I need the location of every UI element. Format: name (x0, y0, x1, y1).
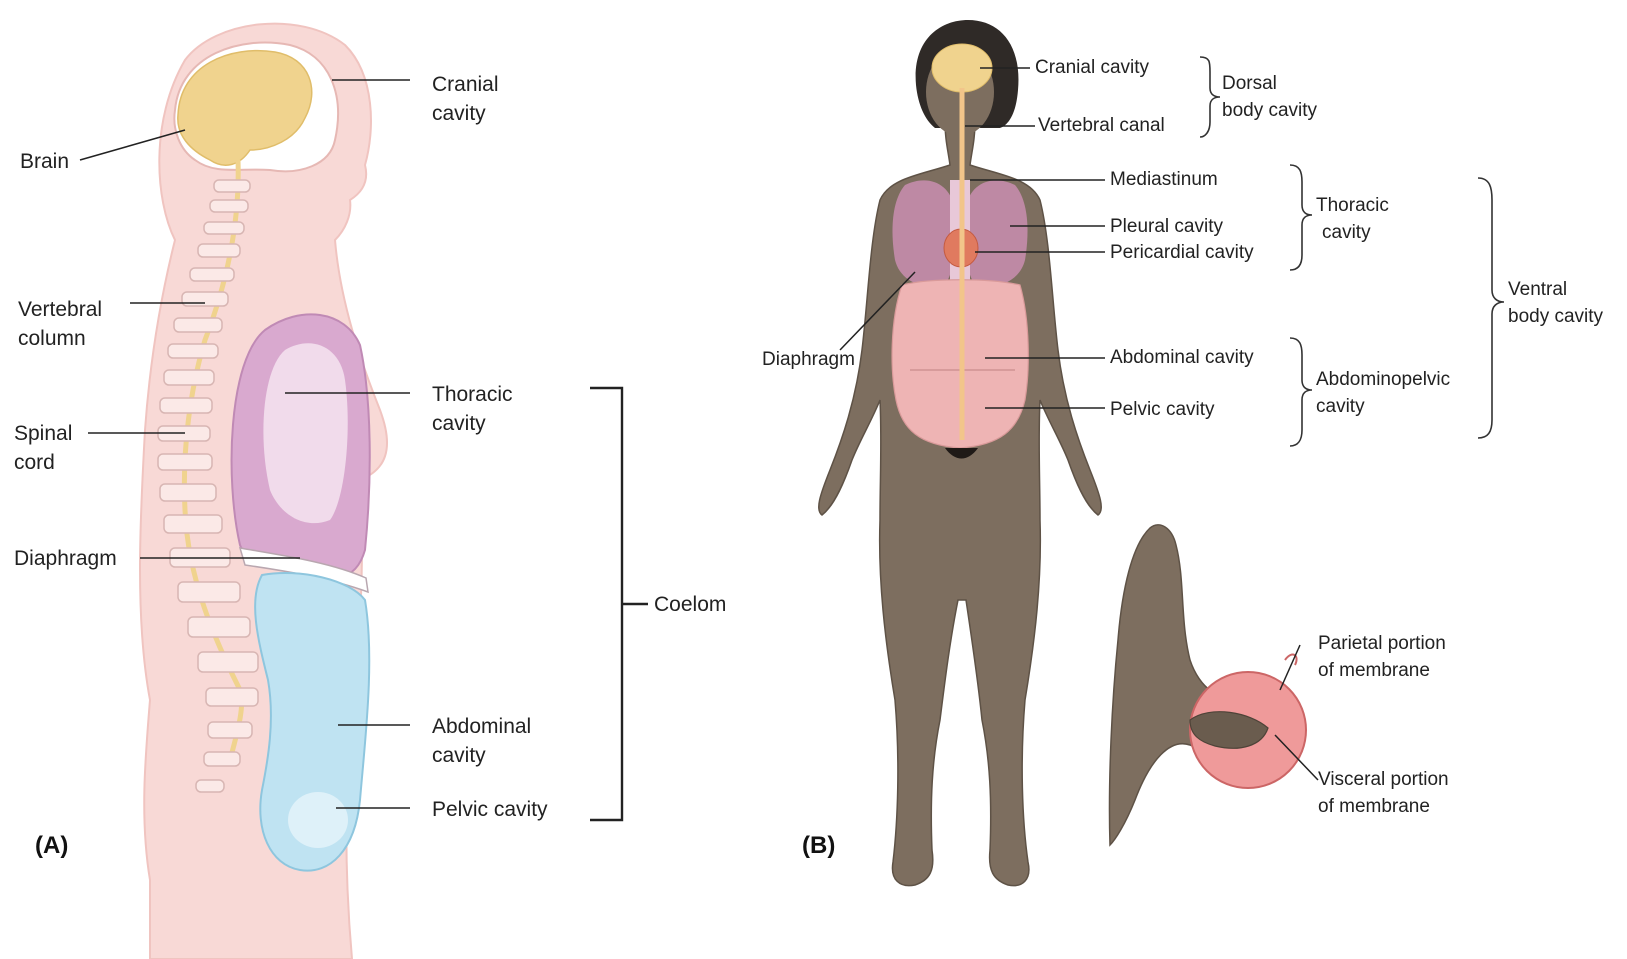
dorsal-body-cavity-label-line1: Dorsal (1222, 70, 1277, 97)
ventral-body-cavity-label-line1: Ventral (1508, 276, 1567, 303)
panel-a-letter: (A) (35, 832, 68, 860)
cranial-cavity-label-line2: cavity (432, 99, 486, 128)
abdominal-cavity-label-b: Abdominal cavity (1110, 344, 1254, 371)
ventral-body-cavity-label-line2: body cavity (1508, 303, 1603, 330)
panel-a-figure (80, 24, 648, 959)
thoracic-brace (1290, 165, 1312, 270)
vertebral-canal-label: Vertebral canal (1038, 112, 1165, 139)
brain-label: Brain (20, 147, 69, 176)
pleural-cavity-right (964, 180, 1028, 286)
cranial-cavity-label-b: Cranial cavity (1035, 54, 1149, 81)
thoracic-cavity-label-b-line1: Thoracic (1316, 192, 1389, 219)
diaphragm-label-a: Diaphragm (14, 544, 117, 573)
thoracic-cavity-label-b-line2: cavity (1322, 219, 1371, 246)
abdominopelvic-cavity-label-line2: cavity (1316, 393, 1365, 420)
mediastinum-label: Mediastinum (1110, 166, 1218, 193)
cranial-cavity-label-line1: Cranial (432, 70, 499, 99)
visceral-membrane-label-line2: of membrane (1318, 793, 1430, 820)
spinal-cord-label-line2: cord (14, 448, 55, 477)
diaphragm-label-b: Diaphragm (762, 346, 855, 373)
thoracic-cavity-label-a-line2: cavity (432, 409, 486, 438)
pericardial-cavity-label: Pericardial cavity (1110, 239, 1254, 266)
abdominopelvic-brace (1290, 338, 1312, 446)
pelvic-cavity-label-a: Pelvic cavity (432, 795, 548, 824)
dorsal-body-cavity-label-line2: body cavity (1222, 97, 1317, 124)
abdominopelvic-cavity-label-line1: Abdominopelvic (1316, 366, 1450, 393)
coelom-bracket (590, 388, 648, 820)
abdominal-cavity-label-a-line1: Abdominal (432, 712, 531, 741)
visceral-membrane-label-line1: Visceral portion (1318, 766, 1449, 793)
vertebral-column-label-line2: column (18, 324, 86, 353)
thoracic-cavity-label-a-line1: Thoracic (432, 380, 513, 409)
panel-b-figure (819, 20, 1504, 886)
pleural-cavity-left (892, 180, 956, 286)
ventral-brace (1478, 178, 1504, 438)
pleural-cavity-label: Pleural cavity (1110, 213, 1223, 240)
parietal-membrane-label-line2: of membrane (1318, 657, 1430, 684)
abdominal-cavity-label-a-line2: cavity (432, 741, 486, 770)
coelom-label: Coelom (654, 590, 726, 619)
vertebral-column-label-line1: Vertebral (18, 295, 102, 324)
parietal-leader (1280, 645, 1300, 690)
thoracic-highlight (263, 343, 347, 523)
parietal-membrane-label-line1: Parietal portion (1318, 630, 1446, 657)
dorsal-brace (1200, 57, 1220, 137)
pelvic-cavity-label-b: Pelvic cavity (1110, 396, 1215, 423)
panel-b-letter: (B) (802, 832, 835, 860)
spinal-cord-label-line1: Spinal (14, 419, 72, 448)
